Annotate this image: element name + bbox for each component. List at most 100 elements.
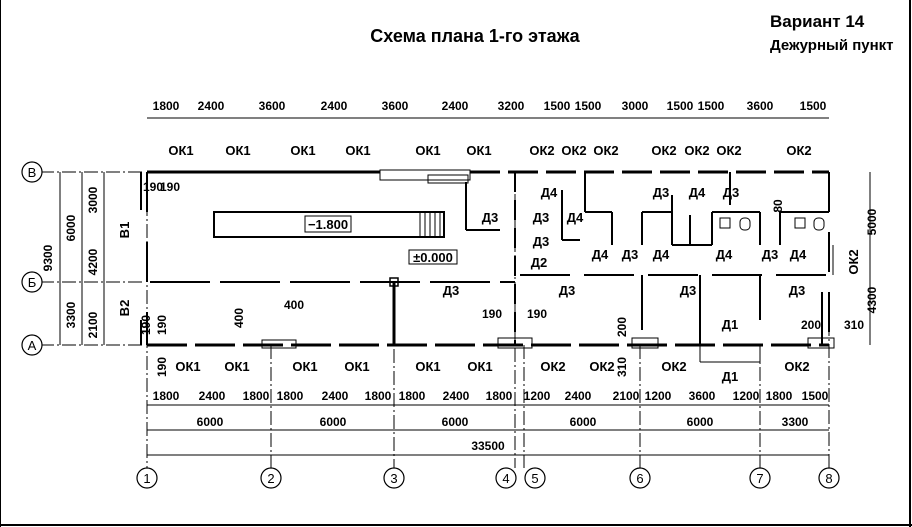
door-label: Д3 [533, 210, 550, 225]
axis-label: В [28, 165, 37, 180]
dim-value: 1500 [800, 99, 827, 113]
axis-label: 2 [267, 471, 274, 486]
axis-label: 7 [756, 471, 763, 486]
dim-value: 1800 [153, 389, 180, 403]
axis-marker-a: А [21, 334, 43, 356]
local-dim: 190 [155, 357, 169, 377]
floor-level-box [408, 249, 458, 265]
variant-label: Вариант 14 [770, 12, 865, 31]
dim-value: 3000 [622, 99, 649, 113]
door-label: Д3 [533, 234, 550, 249]
window-label: ОК1 [415, 143, 440, 158]
dim-value: 1800 [486, 389, 513, 403]
dim-value: 3600 [689, 389, 716, 403]
porch-bottom-2 [497, 337, 533, 349]
windows-top: ОК1 ОК1 ОК1 ОК1 ОК1 ОК1 ОК2 ОК2 ОК2 ОК2 … [168, 143, 811, 158]
dim-value: 6000 [687, 415, 714, 429]
window-label: ОК2 [540, 359, 565, 374]
window-label: ОК2 [593, 143, 618, 158]
dim-value: 1800 [243, 389, 270, 403]
local-dim: 190 [160, 180, 180, 194]
porch-top [379, 169, 471, 181]
local-dims: 190 190 190 190 190 190 190 400 400 200 … [139, 180, 864, 377]
door-label: Д3 [482, 210, 499, 225]
axis-circle [749, 467, 771, 489]
axis-circle [818, 467, 840, 489]
window-label: ОК2 [651, 143, 676, 158]
window-label: ОК2 [529, 143, 554, 158]
axis-circle [524, 467, 546, 489]
dimension-lines [59, 117, 871, 456]
dim-value: 1500 [802, 389, 829, 403]
local-dim: 80 [771, 199, 785, 213]
axis-circle [495, 467, 517, 489]
plan-title: Схема плана 1-го этажа [370, 26, 580, 46]
door-label: Д3 [653, 185, 670, 200]
toilet-1 [739, 217, 751, 231]
dims-bottom-2: 6000 6000 6000 6000 6000 3300 [197, 415, 809, 429]
dim-left-mid: 3300 [64, 301, 78, 328]
axis-label: А [28, 338, 37, 353]
door-label: Д4 [790, 247, 807, 262]
door-label: Д3 [680, 283, 697, 298]
axis-label: 4 [502, 471, 509, 486]
gate-label: В1 [117, 222, 132, 239]
window-label: ОК1 [225, 143, 250, 158]
dim-value: 3600 [747, 99, 774, 113]
axis-circle [21, 161, 43, 183]
dim-value: 2400 [321, 99, 348, 113]
dim-right: 5000 [865, 208, 879, 235]
local-dim: 400 [284, 298, 304, 312]
dim-value: 2400 [198, 99, 225, 113]
dim-total: 33500 [471, 439, 505, 453]
window-label: ОК2 [661, 359, 686, 374]
window-label: ОК1 [345, 143, 370, 158]
dim-right: 4300 [865, 286, 879, 313]
axis-marker-b: Б [21, 271, 43, 293]
dim-value: 1800 [153, 99, 180, 113]
pit-level: −1.800 [308, 217, 348, 232]
door-label: Д4 [653, 247, 670, 262]
sink-2 [794, 217, 806, 229]
porch-bottom-4 [807, 337, 835, 349]
dim-value: 2400 [565, 389, 592, 403]
window-label: ОК1 [290, 143, 315, 158]
door-label: Д3 [723, 185, 740, 200]
local-dim: 190 [155, 315, 169, 335]
gate-label: В2 [117, 300, 132, 317]
dim-value: 2100 [613, 389, 640, 403]
axis-label: 5 [531, 471, 538, 486]
axis-marker-v: В [21, 161, 43, 183]
door-label: Д4 [689, 185, 706, 200]
axis-circle [136, 467, 158, 489]
axis-marker-4: 4 [495, 467, 517, 489]
axis-label: 3 [390, 471, 397, 486]
dims-top: 1800 2400 3600 2400 3600 2400 3200 1500 … [153, 99, 827, 113]
local-dim: 190 [139, 315, 153, 335]
dim-value: 1500 [698, 99, 725, 113]
dim-value: 3600 [382, 99, 409, 113]
axis-marker-1: 1 [136, 467, 158, 489]
window-label: ОК1 [292, 359, 317, 374]
door-label: Д3 [443, 283, 460, 298]
floor-level: ±0.000 [413, 250, 453, 265]
dim-value: 1500 [544, 99, 571, 113]
local-dim: 190 [482, 307, 502, 321]
axis-marker-8: 8 [818, 467, 840, 489]
dim-left-outer: 9300 [41, 244, 55, 271]
window-label: ОК2 [589, 359, 614, 374]
dim-left-inner: 4200 [86, 248, 100, 275]
local-dim: 310 [615, 357, 629, 377]
dim-left-inner: 3000 [86, 186, 100, 213]
dim-value: 3300 [782, 415, 809, 429]
window-label: ОК2 [561, 143, 586, 158]
dim-value: 6000 [442, 415, 469, 429]
local-dim: 400 [232, 308, 246, 328]
door-label: Д3 [559, 283, 576, 298]
axis-circle [21, 334, 43, 356]
axis-marker-2: 2 [260, 467, 282, 489]
axis-marker-7: 7 [749, 467, 771, 489]
door-label: Д3 [762, 247, 779, 262]
porch-steps [427, 174, 469, 184]
